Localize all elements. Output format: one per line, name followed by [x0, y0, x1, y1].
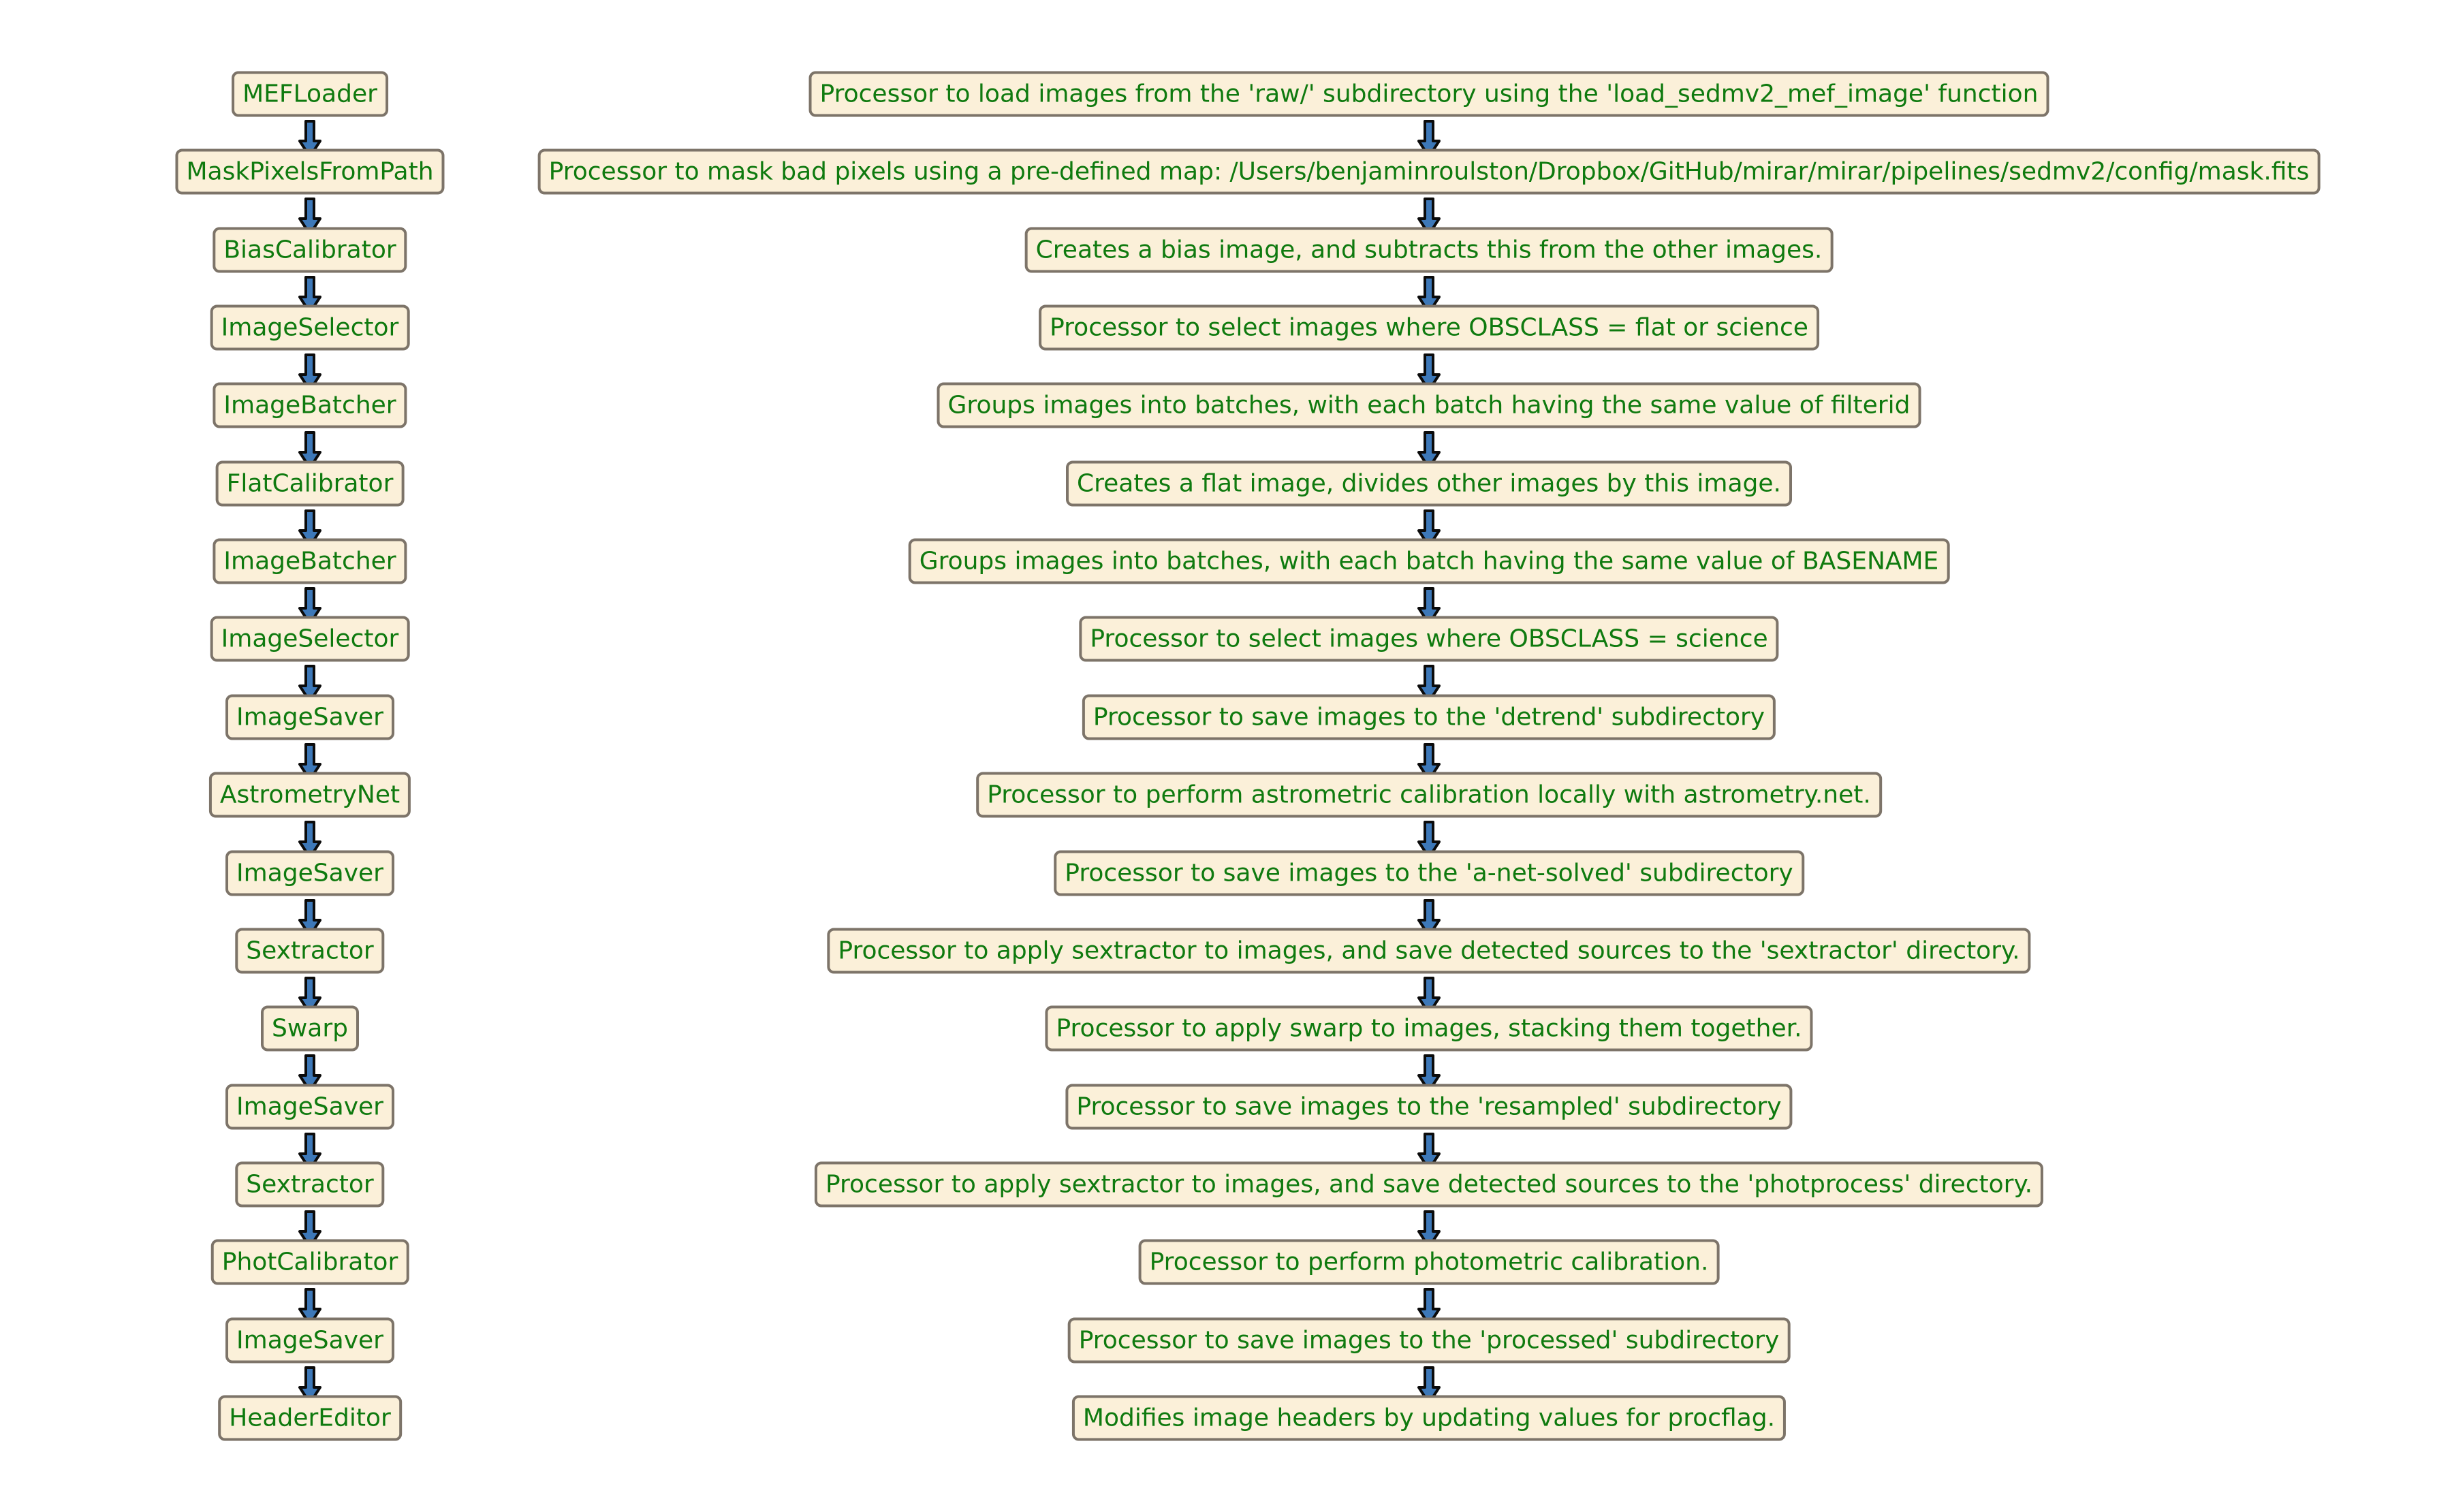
flow-arrow-icon [298, 1210, 321, 1248]
processor-node: Sextractor [235, 1161, 385, 1208]
description-node: Processor to perform photometric calibra… [1138, 1239, 1720, 1285]
processor-node: ImageSaver [225, 850, 394, 896]
description-node: Processor to save images to the 'detrend… [1082, 694, 1776, 740]
processor-node: Sextractor [235, 928, 385, 974]
flow-arrow-icon [1417, 1132, 1441, 1171]
processor-node: BiasCalibrator [213, 227, 407, 273]
description-node: Creates a bias image, and subtracts this… [1024, 227, 1834, 273]
flow-arrow-icon [1417, 1288, 1441, 1327]
flow-arrow-icon [298, 976, 321, 1015]
flow-arrow-icon [298, 353, 321, 392]
processor-node: ImageSaver [225, 694, 394, 740]
processor-node: ImageSelector [210, 304, 410, 351]
processor-node: Swarp [260, 1005, 360, 1052]
flow-arrow-icon [1417, 120, 1441, 158]
description-node: Processor to save images to the 'resampl… [1065, 1084, 1793, 1130]
processor-node: PhotCalibrator [210, 1239, 409, 1285]
flow-arrow-icon [1417, 1366, 1441, 1404]
flow-arrow-icon [1417, 976, 1441, 1015]
description-node: Processor to save images to the 'a-net-s… [1054, 850, 1804, 896]
flow-arrow-icon [298, 898, 321, 937]
flow-arrow-icon [298, 120, 321, 158]
flow-arrow-icon [298, 1132, 321, 1171]
flow-arrow-icon [298, 665, 321, 704]
processor-node: AstrometryNet [208, 772, 411, 818]
description-node: Processor to select images where OBSCLAS… [1079, 616, 1779, 662]
flow-arrow-icon [1417, 742, 1441, 781]
flow-arrow-icon [1417, 275, 1441, 314]
flow-arrow-icon [1417, 665, 1441, 704]
processor-node: FlatCalibrator [215, 460, 405, 507]
flow-arrow-icon [1417, 587, 1441, 626]
processor-node: ImageBatcher [213, 382, 407, 428]
description-node: Modifies image headers by updating value… [1071, 1395, 1787, 1441]
flow-arrow-icon [1417, 509, 1441, 548]
processor-node: ImageSelector [210, 616, 410, 662]
flow-arrow-icon [298, 509, 321, 548]
description-node: Processor to apply sextractor to images,… [814, 1161, 2044, 1208]
processor-node: ImageSaver [225, 1317, 394, 1364]
processor-node: ImageBatcher [213, 538, 407, 584]
flow-arrow-icon [298, 1366, 321, 1404]
description-node: Processor to save images to the 'process… [1067, 1317, 1791, 1364]
flow-arrow-icon [1417, 821, 1441, 860]
description-node: Processor to load images from the 'raw/'… [808, 71, 2049, 117]
flow-arrow-icon [298, 742, 321, 781]
flow-arrow-icon [298, 431, 321, 470]
description-node: Groups images into batches, with each ba… [908, 538, 1950, 584]
flow-arrow-icon [298, 198, 321, 236]
description-node: Processor to apply sextractor to images,… [827, 928, 2031, 974]
processor-node: MEFLoader [232, 71, 388, 117]
description-node: Processor to mask bad pixels using a pre… [537, 148, 2321, 195]
flow-arrow-icon [1417, 1054, 1441, 1093]
description-node: Creates a flat image, divides other imag… [1066, 460, 1792, 507]
flow-arrow-icon [298, 275, 321, 314]
description-node: Processor to perform astrometric calibra… [976, 772, 1882, 818]
description-node: Groups images into batches, with each ba… [937, 382, 1921, 428]
flow-arrow-icon [1417, 353, 1441, 392]
flow-arrow-icon [298, 1054, 321, 1093]
processor-node: HeaderEditor [218, 1395, 402, 1441]
description-node: Processor to apply swarp to images, stac… [1045, 1005, 1813, 1052]
processor-node: MaskPixelsFromPath [175, 148, 445, 195]
flow-arrow-icon [1417, 1210, 1441, 1248]
flow-arrow-icon [1417, 431, 1441, 470]
flow-arrow-icon [1417, 898, 1441, 937]
flow-arrow-icon [298, 1288, 321, 1327]
processor-node: ImageSaver [225, 1084, 394, 1130]
flow-arrow-icon [1417, 198, 1441, 236]
flow-arrow-icon [298, 821, 321, 860]
flow-arrow-icon [298, 587, 321, 626]
description-node: Processor to select images where OBSCLAS… [1039, 304, 1819, 351]
